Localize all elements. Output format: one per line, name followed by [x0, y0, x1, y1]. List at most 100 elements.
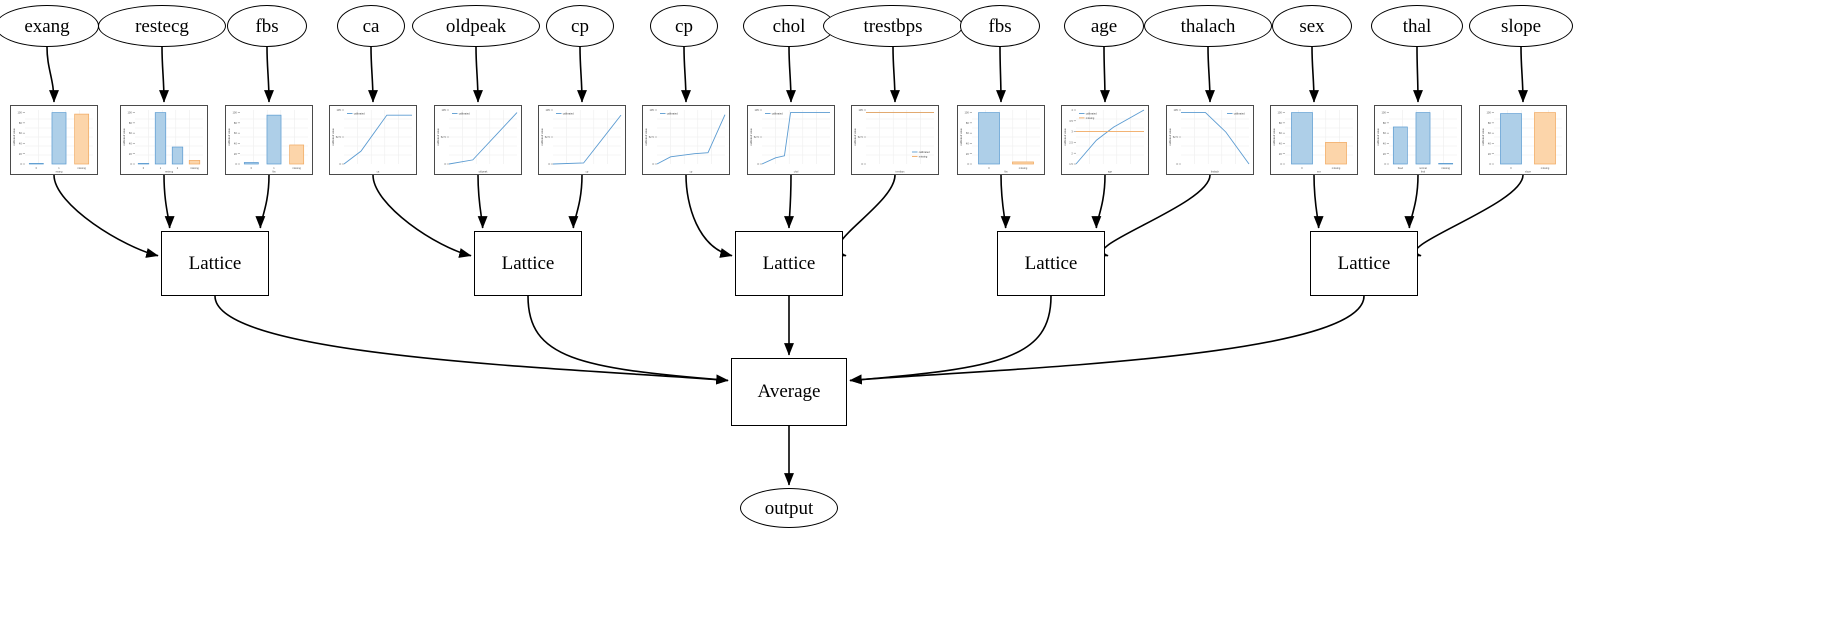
- edge: [833, 174, 896, 258]
- svg-text:1.5: 1.5: [1069, 162, 1073, 166]
- svg-text:40: 40: [129, 142, 132, 146]
- legend-label: calibrated: [354, 113, 365, 116]
- svg-text:0: 0: [1280, 162, 1282, 166]
- lattice-node-3[interactable]: Lattice: [997, 231, 1105, 296]
- legend-label: missing: [919, 155, 928, 158]
- svg-text:slope: slope: [1525, 170, 1532, 173]
- feature-node-chol[interactable]: chol: [743, 5, 835, 47]
- feature-node-fbs1[interactable]: fbs: [227, 5, 307, 47]
- svg-text:fbs: fbs: [1004, 170, 1008, 173]
- svg-text:1: 1: [273, 167, 275, 170]
- lattice-node-0[interactable]: Lattice: [161, 231, 269, 296]
- edge: [368, 46, 378, 103]
- lattice-node-2[interactable]: Lattice: [735, 231, 843, 296]
- legend-label: calibrated: [1086, 113, 1097, 116]
- bar: [1438, 163, 1454, 165]
- feature-node-trestbps[interactable]: trestbps: [823, 5, 963, 47]
- bar: [1325, 142, 1347, 165]
- svg-text:20: 20: [19, 152, 22, 156]
- edge: [890, 46, 900, 103]
- lattice-node-4[interactable]: Lattice: [1310, 231, 1418, 296]
- svg-text:60: 60: [1488, 131, 1491, 135]
- feature-node-age[interactable]: age: [1064, 5, 1144, 47]
- lattice-node-1[interactable]: Lattice: [474, 231, 582, 296]
- svg-text:0: 0: [861, 162, 863, 166]
- edge: [685, 174, 733, 258]
- edge: [849, 295, 1052, 385]
- edge: [53, 174, 159, 258]
- edge: [786, 46, 796, 103]
- svg-text:60: 60: [966, 131, 969, 135]
- svg-text:0: 0: [1489, 162, 1491, 166]
- svg-text:0: 0: [988, 167, 990, 170]
- svg-text:100: 100: [964, 111, 969, 115]
- svg-text:0: 0: [143, 167, 145, 170]
- edge: [577, 46, 587, 103]
- average-label: Average: [757, 381, 821, 402]
- edge: [527, 295, 729, 385]
- svg-text:80: 80: [1383, 121, 1386, 125]
- svg-text:100: 100: [1381, 111, 1386, 115]
- feature-node-cp2[interactable]: cp: [650, 5, 718, 47]
- average-node[interactable]: Average: [731, 358, 847, 426]
- edge: [214, 295, 729, 385]
- bar: [1012, 161, 1034, 165]
- feature-node-slope[interactable]: slope: [1469, 5, 1573, 47]
- svg-text:0: 0: [1510, 167, 1512, 170]
- svg-text:calibrated value: calibrated value: [228, 128, 231, 146]
- feature-node-fbs2[interactable]: fbs: [960, 5, 1040, 47]
- feature-node-ca[interactable]: ca: [337, 5, 405, 47]
- bar: [188, 160, 201, 165]
- svg-text:100: 100: [232, 111, 237, 115]
- feature-node-restecg[interactable]: restecg: [98, 5, 226, 47]
- svg-text:0: 0: [1176, 162, 1178, 166]
- lattice-label: Lattice: [501, 252, 555, 274]
- svg-text:fbs: fbs: [272, 170, 276, 173]
- output-node[interactable]: output: [740, 488, 838, 528]
- lattice-label: Lattice: [188, 252, 242, 274]
- svg-text:cp: cp: [690, 170, 693, 173]
- svg-text:1: 1: [160, 167, 162, 170]
- feature-node-thalach[interactable]: thalach: [1144, 5, 1272, 47]
- feature-node-sex[interactable]: sex: [1272, 5, 1352, 47]
- svg-text:missing: missing: [1541, 167, 1550, 170]
- edge: [477, 174, 488, 229]
- feature-node-thal[interactable]: thal: [1371, 5, 1463, 47]
- legend-label: calibrated: [667, 113, 678, 116]
- svg-text:calibrated value: calibrated value: [960, 128, 963, 146]
- series-line: [343, 114, 412, 165]
- feature-node-oldpeak[interactable]: oldpeak: [412, 5, 540, 47]
- svg-text:chol: chol: [794, 170, 799, 173]
- svg-text:calibrated value: calibrated value: [1377, 128, 1380, 146]
- svg-text:52.5: 52.5: [1173, 135, 1179, 139]
- feature-node-cp1[interactable]: cp: [546, 5, 614, 47]
- feature-node-exang[interactable]: exang: [0, 5, 99, 47]
- svg-text:40: 40: [966, 142, 969, 146]
- svg-text:40: 40: [1279, 142, 1282, 146]
- feature-label: exang: [24, 15, 70, 37]
- series-line: [552, 114, 622, 165]
- lattice-label: Lattice: [1024, 252, 1078, 274]
- edge: [681, 46, 691, 103]
- svg-text:52.5: 52.5: [754, 135, 760, 139]
